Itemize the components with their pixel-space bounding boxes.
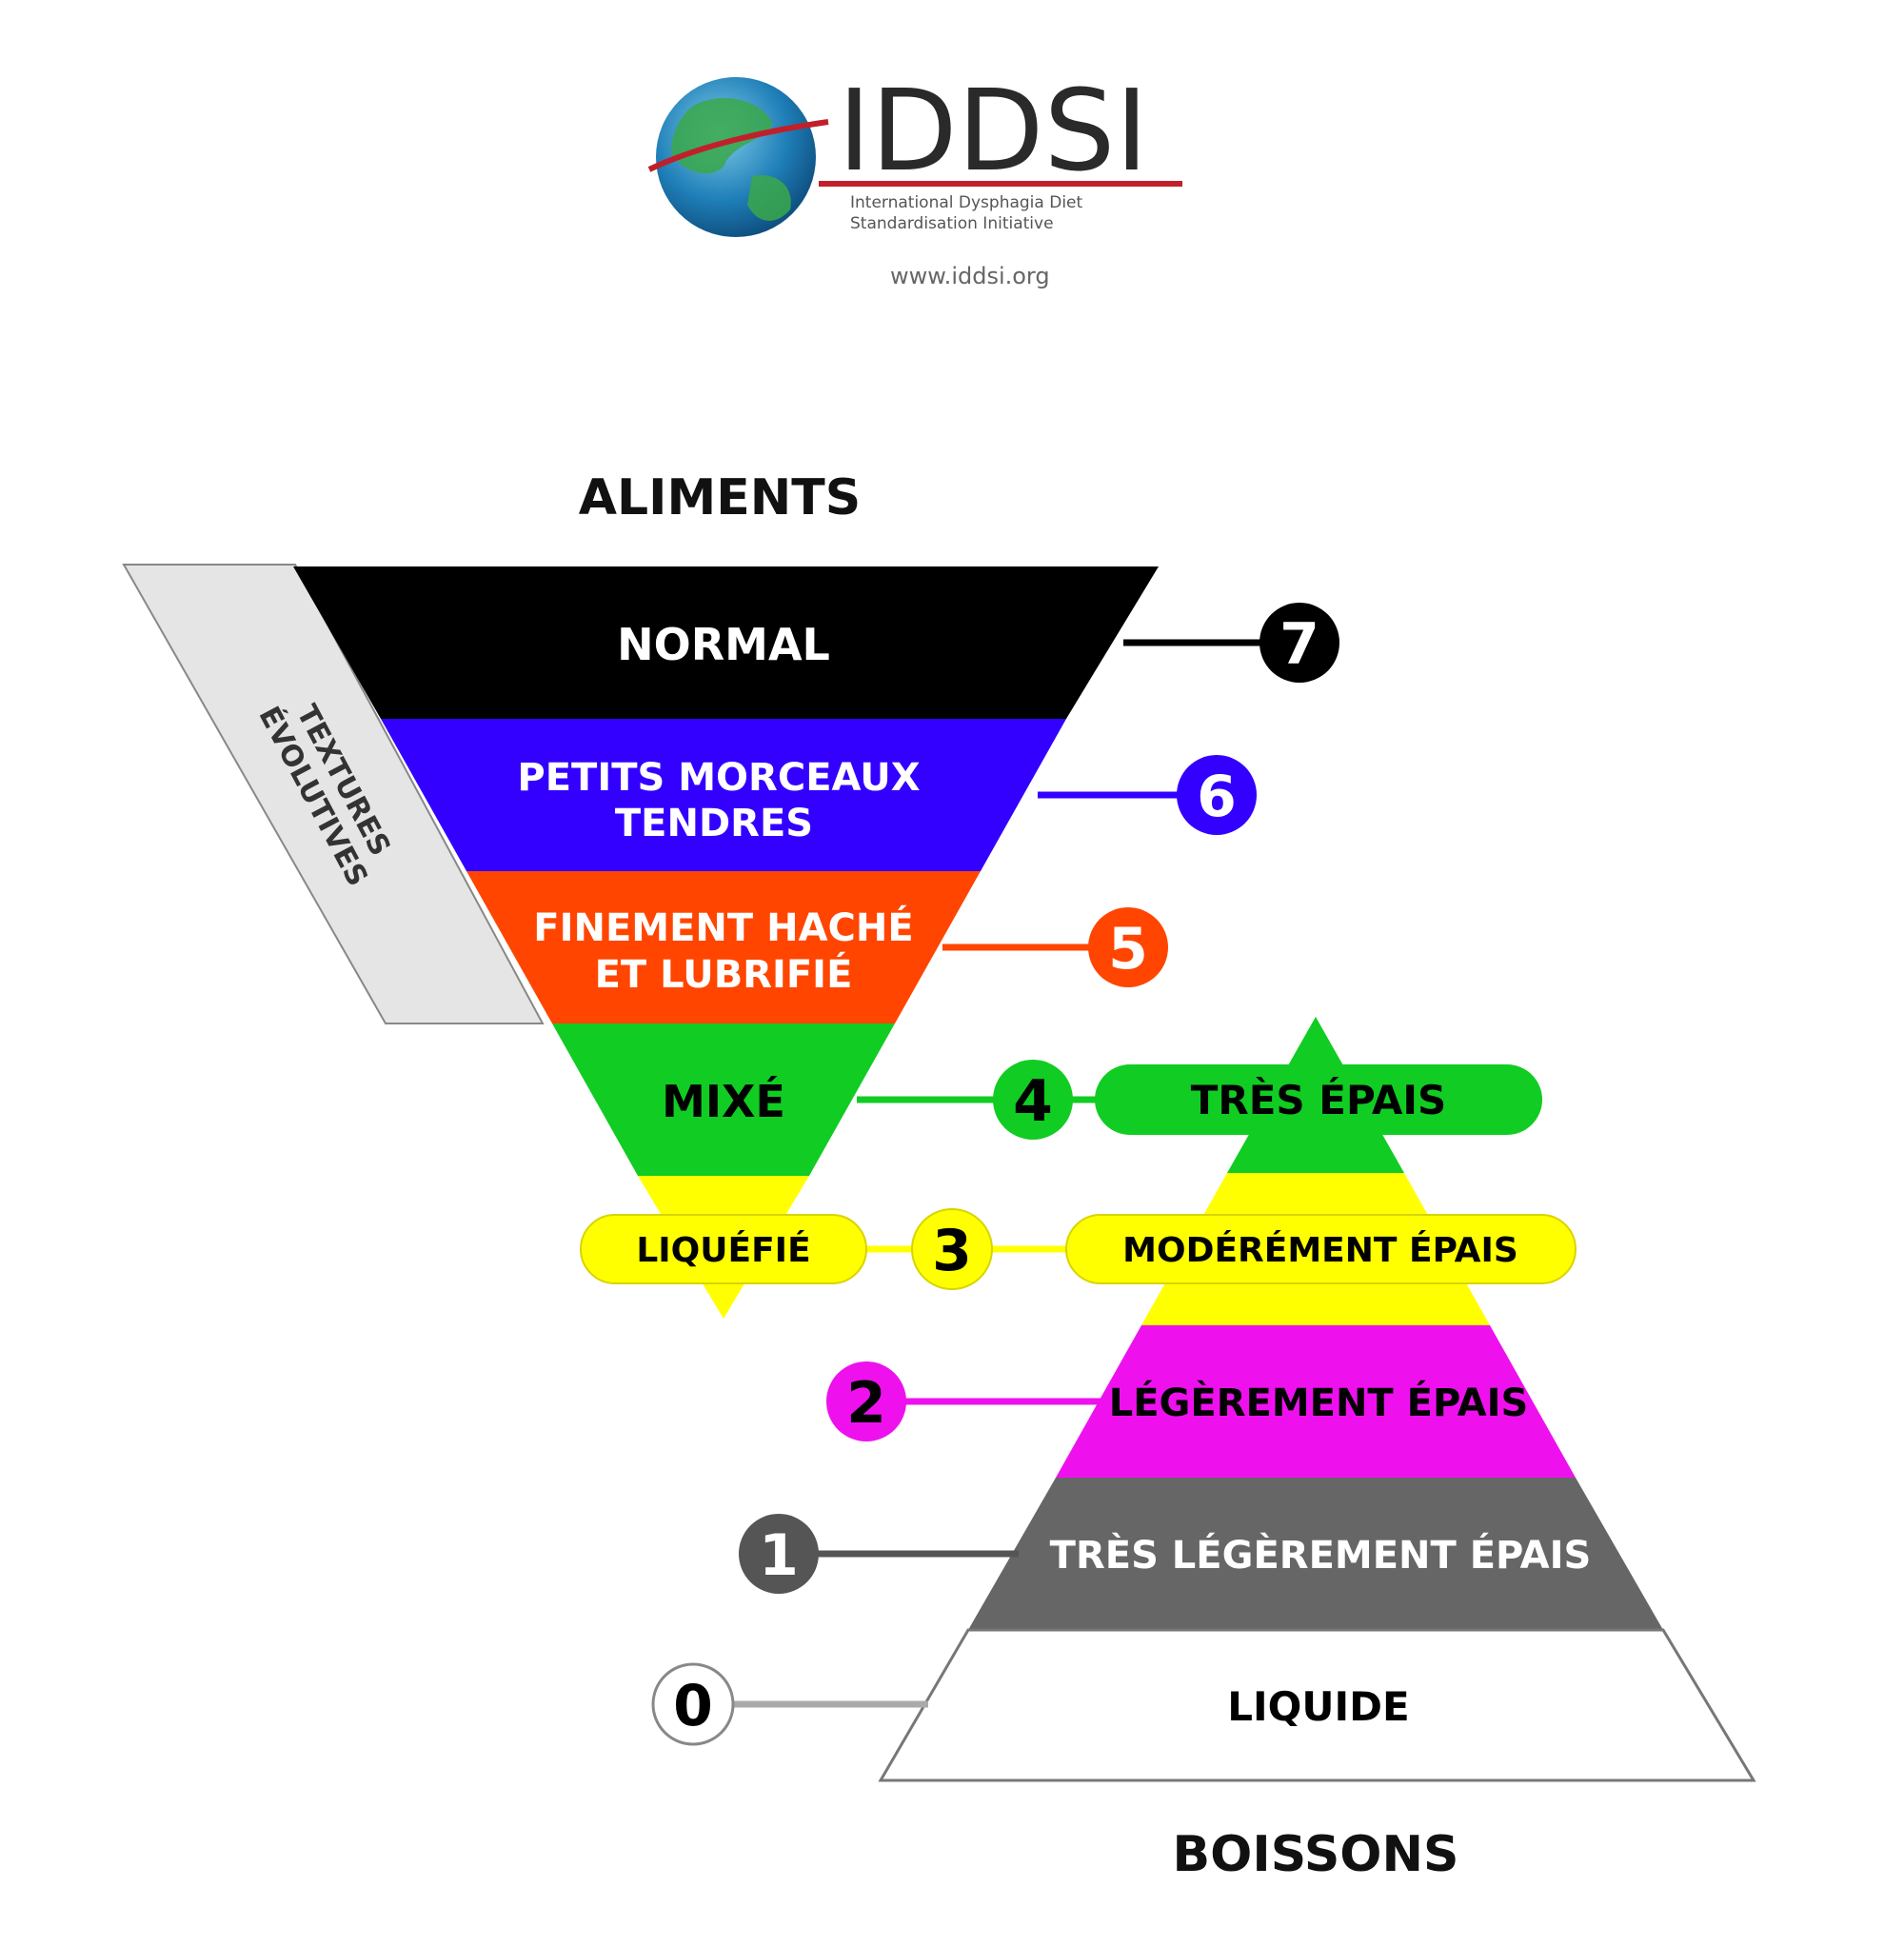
level-7-number: 7	[1279, 611, 1319, 678]
level-5-number: 5	[1108, 916, 1148, 983]
level-2-number-badge: 2	[826, 1361, 906, 1441]
level-3-number: 3	[932, 1218, 972, 1284]
iddsi-logo: IDDSI International Dysphagia Diet Stand…	[647, 65, 1182, 289]
transitional-foods-band	[122, 564, 545, 1024]
logo-url: www.iddsi.org	[890, 263, 1050, 289]
level-5-label: FINEMENT HACHÉ	[533, 904, 913, 950]
globe-land	[671, 97, 773, 174]
level-3-drink-label: MODÉRÉMENT ÉPAIS	[1122, 1230, 1518, 1270]
level-3-number-badge: 3	[911, 1208, 993, 1290]
level-4-food-label: MIXÉ	[662, 1076, 785, 1127]
level-3-drink-pill	[1065, 1214, 1577, 1284]
level-0-number-badge: 0	[651, 1662, 735, 1746]
level-2-label: LÉGÈREMENT ÉPAIS	[1109, 1380, 1529, 1425]
logo-subtitle: International Dysphagia Diet	[850, 193, 1083, 212]
level-1-label: TRÈS LÉGÈREMENT ÉPAIS	[1050, 1532, 1592, 1578]
globe-land	[747, 175, 791, 221]
level-6-band	[381, 719, 1066, 871]
level-0-label: LIQUIDE	[1227, 1683, 1409, 1730]
drinks-heading: BOISSONS	[1173, 1826, 1459, 1883]
foods-heading: ALIMENTS	[579, 469, 861, 526]
level-6-number-badge: 6	[1177, 755, 1257, 835]
logo-swoosh	[647, 119, 829, 172]
level-6-label: TENDRES	[615, 802, 813, 845]
level-5-band	[466, 871, 981, 1023]
level-7-label: NORMAL	[617, 619, 830, 670]
level-6-label: PETITS MORCEAUX	[517, 756, 920, 800]
level-4-drink-label: TRÈS ÉPAIS	[1191, 1076, 1447, 1123]
level-1-band	[968, 1478, 1663, 1630]
level-7-band	[293, 566, 1159, 719]
level-7-number-badge: 7	[1259, 603, 1339, 683]
logo-wordmark: IDDSI	[838, 65, 1148, 196]
level-3-food-pill	[580, 1214, 867, 1284]
level-4-number: 4	[1013, 1068, 1053, 1135]
level-4-number-badge: 4	[993, 1060, 1073, 1140]
level-3-food-label: LIQUÉFIÉ	[636, 1230, 810, 1270]
level-5-label: ET LUBRIFIÉ	[595, 951, 853, 997]
level-2-band	[1056, 1325, 1576, 1478]
level-0-number: 0	[673, 1673, 713, 1739]
level-1-number: 1	[759, 1522, 799, 1589]
level-4-drink-pill	[1095, 1064, 1542, 1135]
logo-subtitle: Standardisation Initiative	[850, 214, 1054, 233]
level-0-band	[878, 1628, 1756, 1782]
level-4-food-band	[552, 1023, 895, 1176]
level-6-number: 6	[1197, 764, 1237, 830]
level-1-number-badge: 1	[739, 1514, 819, 1594]
level-2-number: 2	[846, 1370, 886, 1437]
level-5-number-badge: 5	[1088, 907, 1168, 987]
